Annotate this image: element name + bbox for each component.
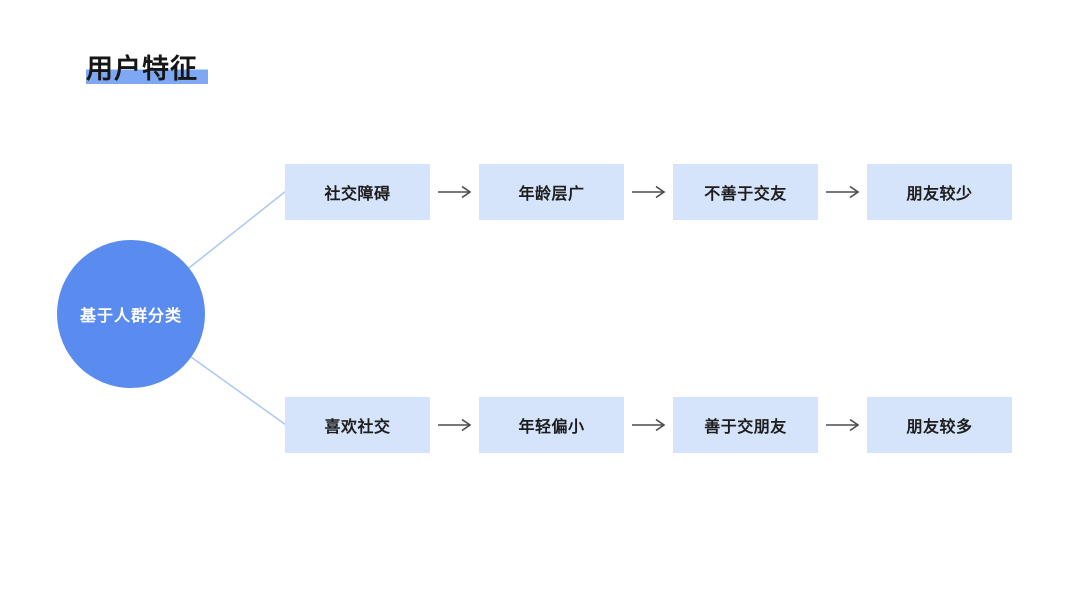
step-label: 不善于交友: [704, 186, 787, 203]
step-label: 年龄层广: [518, 186, 585, 203]
arrow-right-icon: [624, 418, 673, 432]
root-node-circle: 基于人群分类: [57, 240, 205, 388]
step-box: 不善于交友: [673, 164, 818, 220]
step-label: 善于交朋友: [704, 419, 787, 436]
step-box: 朋友较多: [867, 397, 1012, 453]
arrow-right-icon: [818, 185, 867, 199]
page-title-text: 用户特征: [86, 54, 208, 84]
page-title: 用户特征: [86, 53, 208, 85]
step-label: 朋友较少: [906, 186, 973, 203]
flow-row-bottom: 喜欢社交 年轻偏小 善于交朋友 朋友较多: [285, 397, 1012, 453]
step-box: 年轻偏小: [479, 397, 624, 453]
step-label: 社交障碍: [324, 186, 391, 203]
step-label: 年轻偏小: [518, 419, 585, 436]
arrow-right-icon: [430, 418, 479, 432]
step-label: 朋友较多: [906, 419, 973, 436]
flow-row-top: 社交障碍 年龄层广 不善于交友 朋友较少: [285, 164, 1012, 220]
step-box: 社交障碍: [285, 164, 430, 220]
step-box: 年龄层广: [479, 164, 624, 220]
arrow-right-icon: [818, 418, 867, 432]
arrow-right-icon: [430, 185, 479, 199]
arrow-right-icon: [624, 185, 673, 199]
step-box: 朋友较少: [867, 164, 1012, 220]
step-box: 喜欢社交: [285, 397, 430, 453]
step-box: 善于交朋友: [673, 397, 818, 453]
root-node-label: 基于人群分类: [79, 308, 182, 325]
step-label: 喜欢社交: [324, 419, 391, 436]
